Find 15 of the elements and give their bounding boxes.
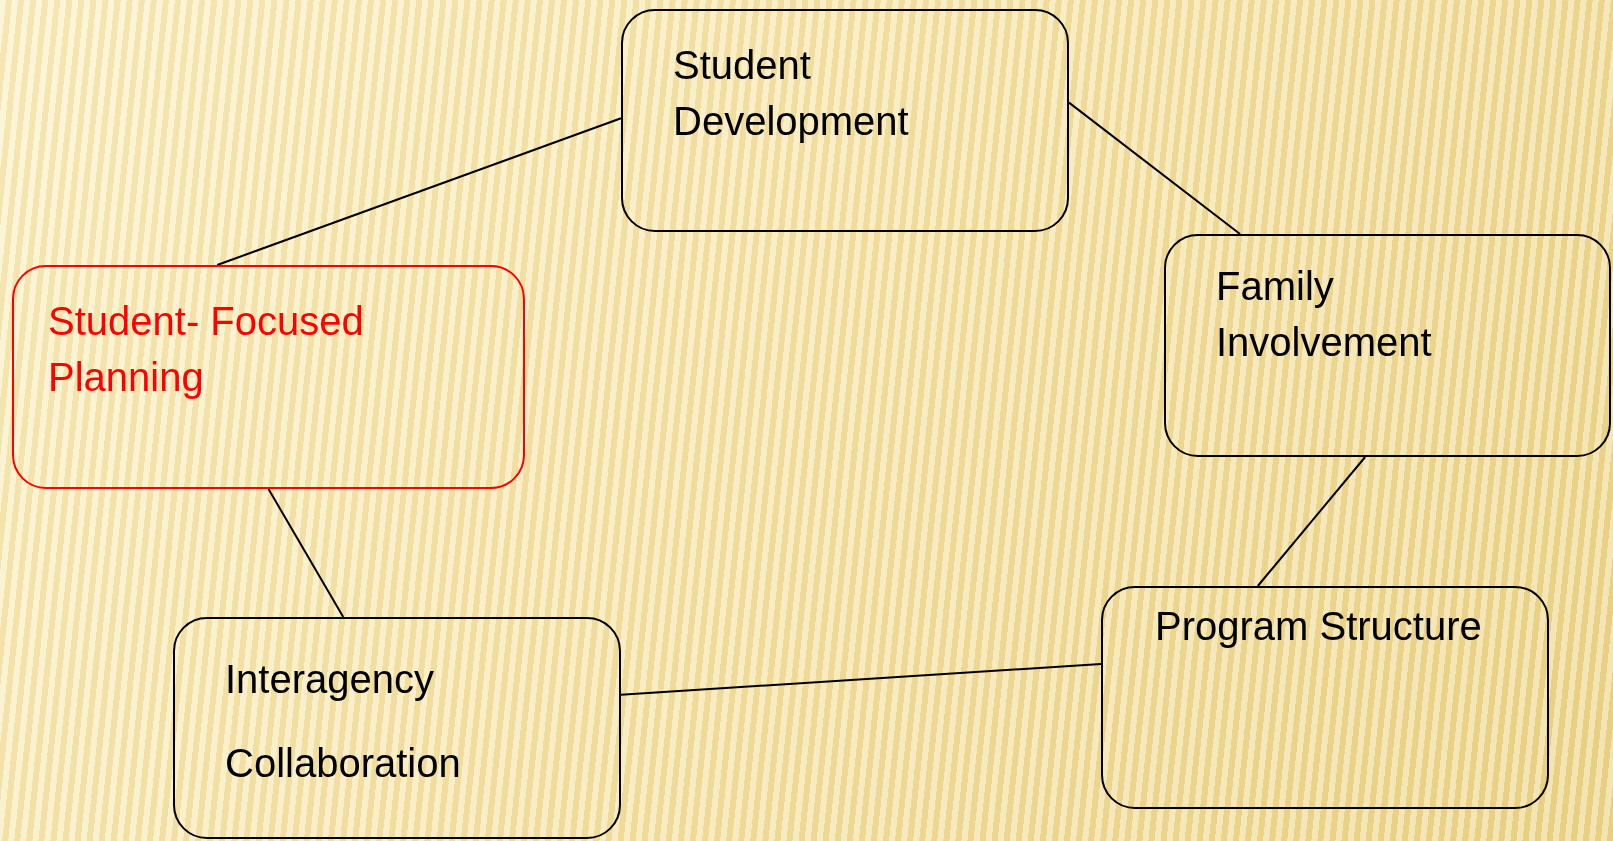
box-label: Student- Focused Planning [48, 298, 365, 401]
connector-line [267, 488, 345, 618]
connector-line [216, 117, 622, 266]
connector-line [1256, 456, 1367, 587]
connector-line [1068, 101, 1241, 235]
box-label: Student Development [673, 42, 910, 145]
box-label: Program Structure [1155, 603, 1483, 650]
box-label: Interagency Collaboration [225, 656, 462, 787]
process-box [621, 9, 1069, 232]
connector-line [620, 663, 1102, 696]
process-box [173, 617, 621, 839]
process-box [1164, 234, 1611, 457]
process-box [12, 265, 525, 489]
process-box [1101, 586, 1549, 809]
box-label: Family Involvement [1216, 263, 1433, 366]
